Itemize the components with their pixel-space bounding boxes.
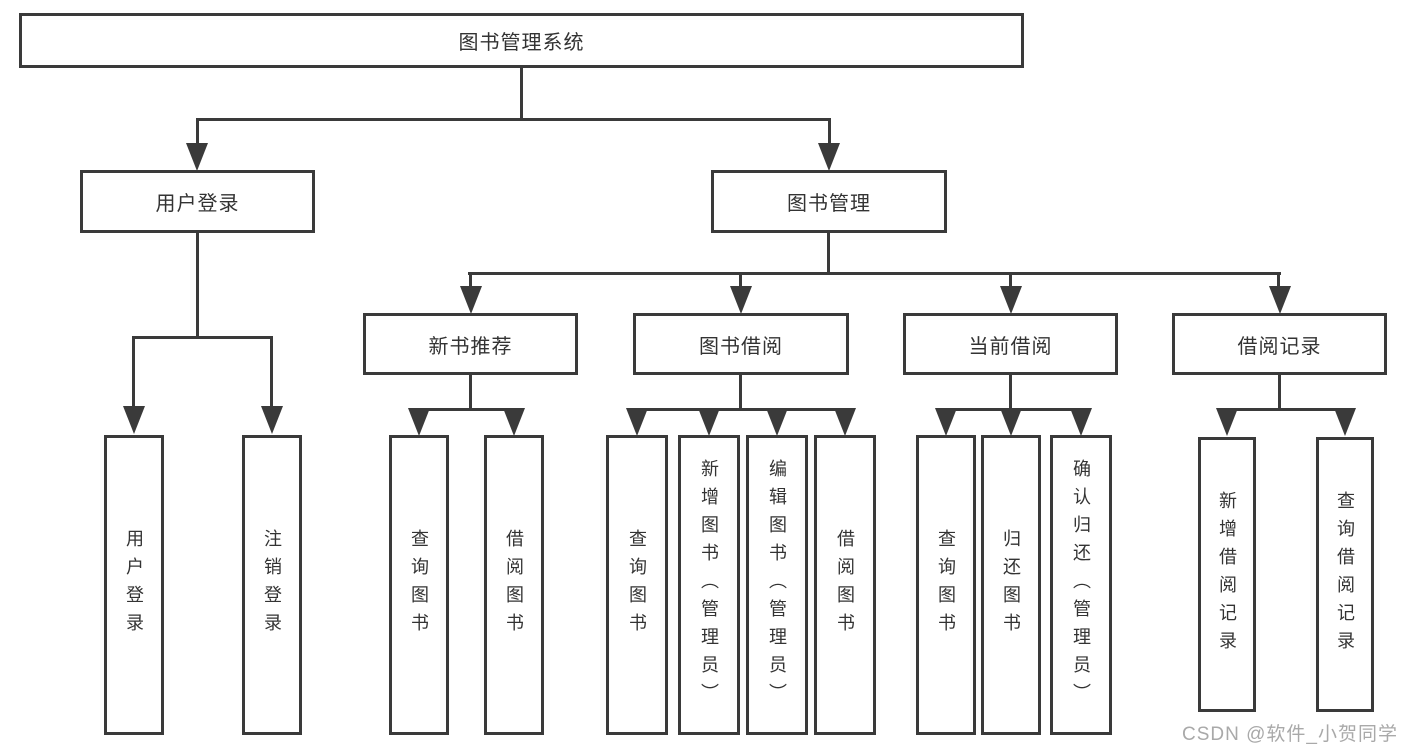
connector-line [1225, 408, 1347, 411]
arrow-down-icon [626, 408, 648, 436]
connector-line [827, 233, 830, 274]
connector-line [469, 272, 472, 288]
node-library-management-system: 图书管理系统 [19, 13, 1024, 68]
arrow-down-icon [698, 408, 720, 436]
leaf-borrow-books: 借阅图书 [814, 435, 876, 735]
arrow-down-icon [834, 408, 856, 436]
arrow-down-icon [503, 408, 525, 436]
arrow-down-icon [1070, 408, 1092, 436]
leaf-borrow-books: 借阅图书 [484, 435, 544, 735]
arrow-down-icon [186, 143, 208, 171]
leaf-query-books: 查询图书 [389, 435, 449, 735]
connector-line [1009, 375, 1012, 410]
connector-line [739, 375, 742, 410]
connector-line [417, 408, 517, 411]
node-book-borrowing: 图书借阅 [633, 313, 849, 375]
arrow-down-icon [123, 406, 145, 434]
node-user-login: 用户登录 [80, 170, 315, 233]
connector-line [635, 408, 847, 411]
arrow-down-icon [730, 286, 752, 314]
leaf-return-book: 归还图书 [981, 435, 1041, 735]
leaf-logout: 注销登录 [242, 435, 302, 735]
arrow-down-icon [1334, 408, 1356, 436]
connector-line [739, 272, 742, 288]
leaf-add-book-admin: 新增图书（管理员） [678, 435, 740, 735]
leaf-user-login: 用户登录 [104, 435, 164, 735]
arrow-down-icon [818, 143, 840, 171]
leaf-query-borrow-record: 查询借阅记录 [1316, 437, 1374, 712]
connector-line [132, 336, 135, 408]
leaf-confirm-return-admin: 确认归还（管理员） [1050, 435, 1112, 735]
connector-line [1278, 375, 1281, 410]
connector-line [270, 336, 273, 408]
connector-line [1009, 272, 1012, 288]
connector-line [469, 375, 472, 410]
node-borrowing-records: 借阅记录 [1172, 313, 1387, 375]
leaf-query-books: 查询图书 [916, 435, 976, 735]
leaf-edit-book-admin: 编辑图书（管理员） [746, 435, 808, 735]
connector-line [520, 68, 523, 121]
arrow-down-icon [1216, 408, 1238, 436]
arrow-down-icon [408, 408, 430, 436]
connector-line [132, 336, 273, 339]
arrow-down-icon [1000, 286, 1022, 314]
node-new-book-recommendation: 新书推荐 [363, 313, 578, 375]
connector-line [468, 272, 1281, 275]
arrow-down-icon [460, 286, 482, 314]
leaf-add-borrow-record: 新增借阅记录 [1198, 437, 1256, 712]
watermark: CSDN @软件_小贺同学 [1182, 724, 1398, 745]
connector-line [828, 118, 831, 145]
arrow-down-icon [1269, 286, 1291, 314]
arrow-down-icon [935, 408, 957, 436]
connector-line [196, 233, 199, 338]
connector-line [196, 118, 199, 145]
arrow-down-icon [261, 406, 283, 434]
leaf-query-books: 查询图书 [606, 435, 668, 735]
arrow-down-icon [1000, 408, 1022, 436]
node-current-borrowing: 当前借阅 [903, 313, 1118, 375]
node-book-management: 图书管理 [711, 170, 947, 233]
connector-line [1277, 272, 1280, 288]
connector-line [196, 118, 831, 121]
arrow-down-icon [766, 408, 788, 436]
